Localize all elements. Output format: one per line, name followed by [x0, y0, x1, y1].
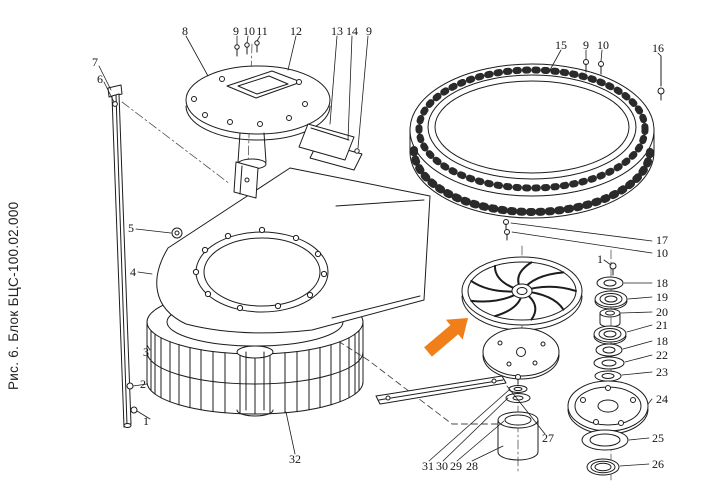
callout-label-13: 13 [331, 24, 343, 38]
volute-casing [156, 167, 431, 334]
callout-label-22: 22 [656, 348, 668, 362]
callout-label-23: 23 [656, 365, 668, 379]
callout-label-8: 8 [182, 24, 188, 38]
callout-label-11: 11 [256, 24, 268, 38]
bottom-plate-assembly [482, 327, 560, 461]
top-flange-assembly [185, 65, 331, 199]
callout-label-19: 19 [656, 290, 668, 304]
callout-label-4: 4 [130, 265, 136, 279]
fan-impeller [461, 256, 583, 331]
callout-label-5: 5 [128, 221, 134, 235]
callout-label-10: 10 [243, 24, 255, 38]
callout-label-24: 24 [656, 392, 668, 406]
ring-top-slots [415, 66, 649, 192]
callout-label-1: 1 [597, 252, 603, 266]
callout-label-20: 20 [656, 305, 668, 319]
callout-label-14: 14 [346, 24, 358, 38]
ring-band-slots [410, 146, 654, 216]
leader-lines [98, 35, 662, 467]
callout-label-15: 15 [555, 38, 567, 52]
callout-label-6: 6 [97, 72, 103, 86]
callout-label-17: 17 [656, 233, 668, 247]
callout-label-31: 31 [422, 459, 434, 473]
bearing-stack [567, 262, 649, 476]
callout-label-32: 32 [289, 452, 301, 466]
callout-label-30: 30 [436, 459, 448, 473]
callout-label-2: 2 [140, 377, 146, 391]
callout-label-9: 9 [583, 38, 589, 52]
callout-label-25: 25 [652, 431, 664, 445]
callout-label-1: 1 [143, 414, 149, 428]
volute-bolt-holes [192, 226, 328, 312]
slotted-band-ring [409, 63, 655, 219]
callout-label-7: 7 [92, 55, 98, 69]
mounting-strip [375, 375, 507, 405]
callout-label-27: 27 [542, 431, 554, 445]
callout-label-28: 28 [466, 459, 478, 473]
callout-label-21: 21 [656, 318, 668, 332]
callout-label-18: 18 [656, 334, 668, 348]
callout-label-9: 9 [366, 24, 372, 38]
callout-label-29: 29 [450, 459, 462, 473]
callout-label-9: 9 [233, 24, 239, 38]
callout-label-18: 18 [656, 276, 668, 290]
drum-slats [146, 321, 364, 415]
callout-label-26: 26 [652, 457, 664, 471]
callout-label-16: 16 [652, 41, 664, 55]
callout-label-12: 12 [290, 24, 302, 38]
fasteners [234, 40, 665, 241]
highlight-arrow [424, 318, 468, 357]
left-hanger-rod [107, 84, 138, 428]
callout-label-3: 3 [143, 345, 149, 359]
flange-bolt-holes [191, 76, 308, 127]
lug-ear [171, 227, 183, 239]
side-plates [298, 123, 363, 171]
callout-label-10: 10 [597, 38, 609, 52]
callout-label-10: 10 [656, 246, 668, 260]
